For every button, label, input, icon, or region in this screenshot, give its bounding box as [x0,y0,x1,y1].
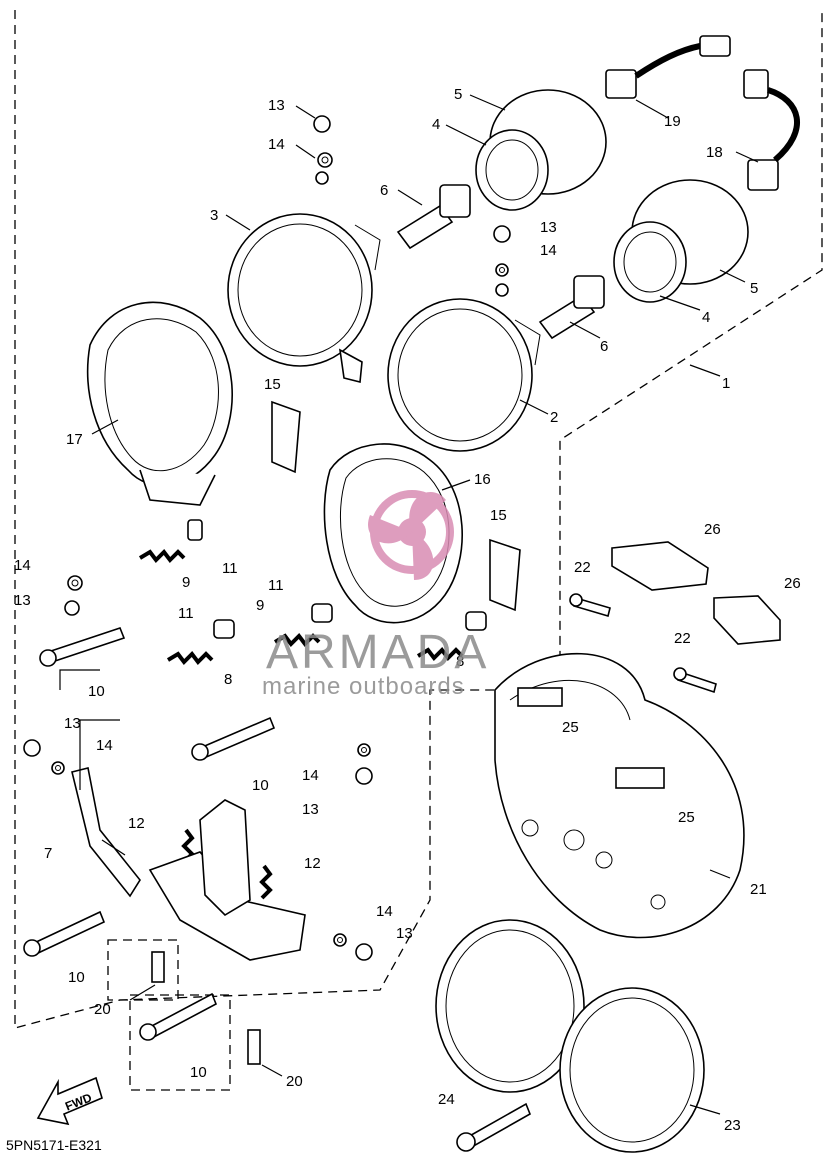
callout: 7 [44,845,52,862]
forward-arrow-icon: FWD [36,1076,103,1126]
callout: 5 [454,86,462,103]
callout: 22 [574,559,591,576]
callout: 14 [376,903,393,920]
side-plates [271,400,781,645]
assembly-boundary [14,10,823,1091]
callout: 6 [600,338,608,355]
callout: 19 [664,113,681,130]
callout: 13 [540,219,557,236]
callout: 14 [302,767,319,784]
callout-labels: 13 14 5 4 19 6 3 18 13 14 5 2 4 6 1 15 1… [14,86,801,1134]
drawing-code: 5PN5171-E321 [6,1137,102,1153]
callout: 13 [396,925,413,942]
bulb-upper [396,184,471,250]
housing-cover-lower [613,179,749,303]
callout: 24 [438,1091,455,1108]
callout: 18 [706,144,723,161]
callout: 20 [286,1073,303,1090]
callout: 10 [252,777,269,794]
callout: 10 [88,683,105,700]
bulb-lower [538,275,605,340]
callout: 13 [302,801,319,818]
callout: 11 [222,560,238,577]
callout: 15 [490,507,507,524]
callout: 14 [14,557,31,574]
callout: 12 [128,815,145,832]
mounting-ring-left [86,301,233,506]
leader-lines [59,94,759,1115]
callout: 9 [182,574,190,591]
watermark-brand: ARMADA [266,626,489,679]
watermark: ARMADA marine outboards [262,490,489,700]
headlight-unit-upper [227,213,381,384]
callout: 6 [380,182,388,199]
callout: 25 [562,719,579,736]
headlight-shell [494,652,745,939]
wire-lead-19 [605,35,731,119]
callout: 25 [678,809,695,826]
callout: 10 [68,969,85,986]
callout: 11 [268,577,284,594]
callout: 13 [268,97,285,114]
propeller-logo-icon [368,490,454,580]
callout: 11 [178,605,194,622]
screws-20-22 [151,593,717,1065]
callout: 10 [190,1064,207,1081]
callout: 20 [94,1001,111,1018]
callout: 8 [224,671,232,688]
watermark-tagline: marine outboards [262,673,465,700]
screw-washer-set [23,115,511,961]
callout: 2 [550,409,558,426]
callout: 26 [704,521,721,538]
callout: 12 [304,855,321,872]
callout: 3 [210,207,218,224]
callout: 21 [750,881,767,898]
callout: 4 [432,116,440,133]
callout: 17 [66,431,83,448]
callout: 14 [268,136,285,153]
callout: 22 [674,630,691,647]
callout: 4 [702,309,710,326]
headlight-rim [435,919,705,1153]
headlight-stay [71,767,306,961]
bolts [23,627,532,1152]
callout: 14 [96,737,113,754]
grommets [187,519,487,639]
housing-cover-upper [475,89,607,211]
callout: 15 [264,376,281,393]
wire-lead-18 [743,69,800,191]
callout: 13 [14,592,31,609]
callout: 16 [474,471,491,488]
callout: 23 [724,1117,741,1134]
callout: 13 [64,715,81,732]
callout: 1 [722,375,730,392]
callout: 14 [540,242,557,259]
springs [138,548,464,900]
callout: 26 [784,575,801,592]
headlight-unit-lower [387,298,541,452]
callout: 9 [256,597,264,614]
callout: 5 [750,280,758,297]
callout: 8 [456,653,464,670]
